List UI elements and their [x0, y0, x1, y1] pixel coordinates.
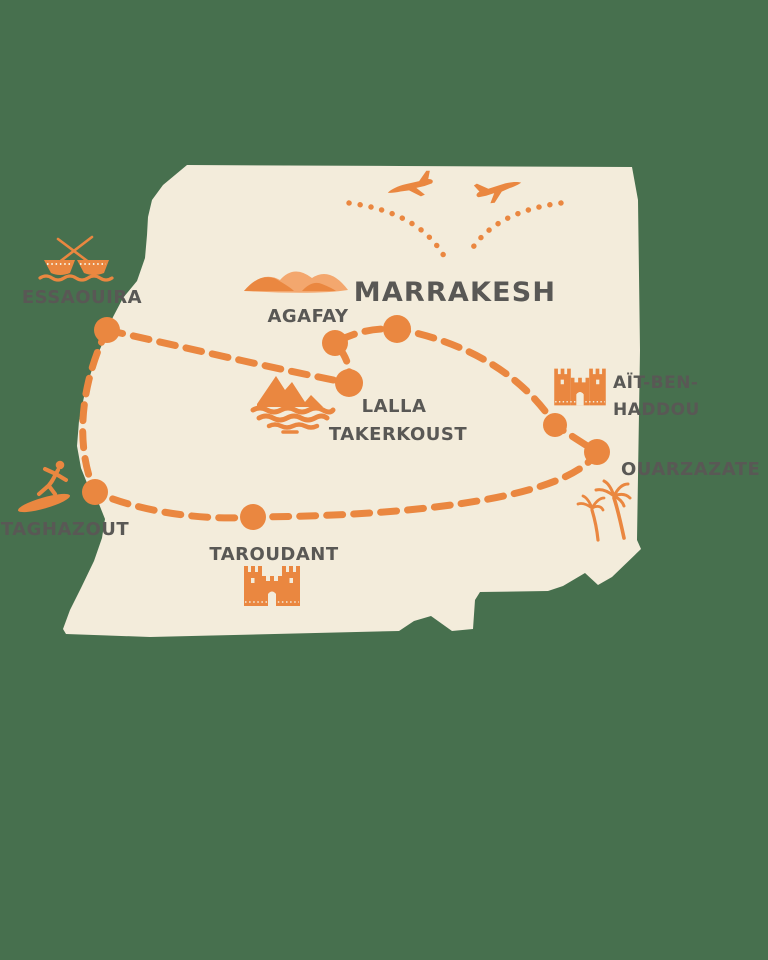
labels: MARRAKESH AGAFAY ESSAOUIRA LALLA TAKERKO…	[1, 277, 760, 565]
route-node-lalla-takerkoust	[335, 369, 363, 397]
route-node-marrakesh	[383, 315, 411, 343]
flight-trail-right	[467, 200, 564, 255]
route-node-agafay	[322, 330, 348, 356]
label-lalla-takerkoust-line2: TAKERKOUST	[329, 424, 467, 445]
route-nodes	[82, 315, 610, 530]
label-taroudant: TAROUDANT	[209, 544, 339, 565]
label-lalla-takerkoust-line1: LALLA	[362, 396, 427, 417]
route-node-ouarzazate	[584, 439, 610, 465]
route-node-taghazout	[82, 479, 108, 505]
palm-trees-icon	[576, 479, 632, 542]
surfer-icon	[18, 460, 70, 513]
desert-dunes-icon	[244, 271, 348, 293]
label-essaouira: ESSAOUIRA	[22, 287, 142, 308]
label-agafay: AGAFAY	[267, 306, 349, 327]
label-taghazout: TAGHAZOUT	[1, 519, 130, 540]
route-node-taroudant	[240, 504, 266, 530]
flight-trails	[346, 200, 564, 259]
route-node-essaouira	[94, 317, 120, 343]
label-ait-ben-haddou-line2: HADDOU	[613, 400, 700, 420]
label-marrakesh: MARRAKESH	[354, 277, 556, 308]
label-ait-ben-haddou-line1: AÏT-BEN-	[613, 371, 699, 393]
lake-mountains-icon	[250, 376, 336, 434]
label-ouarzazate: OUARZAZATE	[621, 459, 760, 480]
route-node-ait-ben-haddou	[543, 413, 567, 437]
flight-trail-left	[346, 200, 447, 259]
fishing-boats-icon	[38, 235, 114, 282]
